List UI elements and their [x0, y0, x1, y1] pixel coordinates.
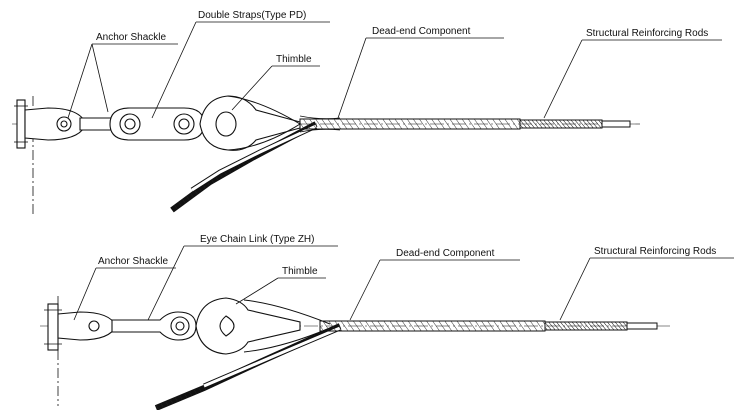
top-leader-lines	[67, 21, 722, 119]
bottom-structural-reinforcing-rods	[544, 321, 658, 331]
bottom-wire-loops	[154, 299, 342, 410]
top-wire-loops	[170, 95, 318, 213]
top-anchor-shackle	[14, 99, 87, 149]
top-double-straps	[109, 107, 205, 141]
label-dead-end-component-top: Dead-end Component	[372, 26, 471, 37]
bottom-eye-chain-link	[111, 311, 197, 341]
label-structural-reinforcing-rods-bottom: Structural Reinforcing Rods	[594, 246, 716, 257]
bottom-assembly: Anchor Shackle Eye Chain Link (Type ZH) …	[40, 234, 734, 410]
bottom-anchor-shackle	[44, 303, 117, 351]
top-structural-reinforcing-rods	[519, 119, 631, 129]
bottom-thimble	[195, 297, 301, 355]
label-anchor-shackle-bottom: Anchor Shackle	[98, 256, 168, 267]
top-assembly: Anchor Shackle Double Straps(Type PD) Th…	[12, 10, 722, 216]
label-double-straps: Double Straps(Type PD)	[198, 10, 306, 21]
label-anchor-shackle-top: Anchor Shackle	[96, 32, 166, 43]
bottom-dead-end-component	[319, 320, 546, 332]
label-structural-reinforcing-rods-top: Structural Reinforcing Rods	[586, 28, 708, 39]
label-thimble-top: Thimble	[276, 54, 312, 65]
top-dead-end-component	[299, 115, 521, 133]
leader-anchor-shackle-1	[67, 43, 93, 119]
label-eye-chain-link: Eye Chain Link (Type ZH)	[200, 234, 315, 245]
top-thimble	[199, 95, 301, 151]
bottom-leader-lines	[73, 245, 734, 321]
leader-anchor-shackle-2	[91, 43, 109, 113]
label-dead-end-component-bottom: Dead-end Component	[396, 248, 495, 259]
label-thimble-bottom: Thimble	[282, 266, 318, 277]
